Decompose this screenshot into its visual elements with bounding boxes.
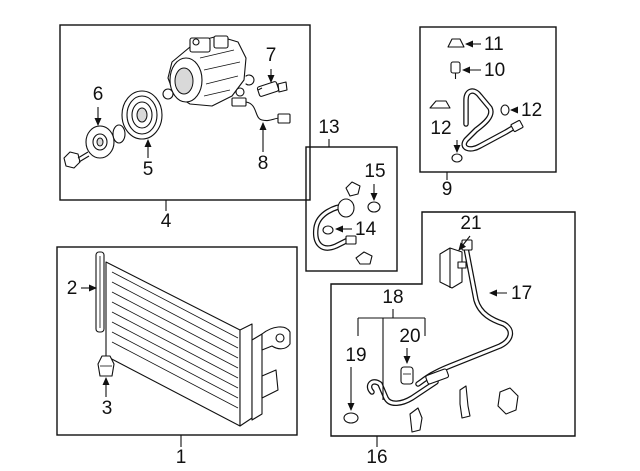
- mount-cushion-part[interactable]: [97, 355, 115, 377]
- callout-19: 19: [345, 345, 366, 366]
- callout-labels: 1 2 3 4 5 6 7 8 9 10 11 12 12 13 14 15 1…: [67, 34, 542, 468]
- shim-ring-part[interactable]: [112, 124, 126, 144]
- seal-ring-14-part[interactable]: [322, 225, 334, 235]
- suction-hose-group-box: [305, 146, 398, 272]
- callout-17: 17: [511, 283, 532, 304]
- callout-15: 15: [364, 161, 385, 182]
- callout-6: 6: [93, 84, 104, 105]
- condenser-group-box: [56, 246, 298, 436]
- side-seal-part[interactable]: [95, 251, 105, 333]
- suction-hose-part[interactable]: [312, 198, 357, 251]
- callout-8: 8: [258, 153, 269, 174]
- liquid-line-group: [330, 211, 576, 437]
- leader-lines: [81, 40, 518, 447]
- discharge-hose-group-box: [419, 26, 557, 173]
- compressor-group-box: [59, 24, 311, 201]
- callout-20: 20: [399, 326, 420, 347]
- callout-12-lower: 12: [430, 118, 451, 139]
- callout-3: 3: [102, 398, 113, 419]
- compressor-group: [59, 24, 311, 201]
- o-ring-19-part[interactable]: [343, 412, 359, 424]
- expansion-valve-part[interactable]: [439, 247, 467, 289]
- callout-12-upper: 12: [521, 100, 542, 121]
- condenser-part[interactable]: [105, 261, 291, 427]
- callout-11: 11: [484, 34, 504, 55]
- callout-9: 9: [442, 179, 453, 200]
- callout-7: 7: [266, 45, 277, 66]
- callout-14: 14: [355, 219, 377, 240]
- service-cap-part[interactable]: [447, 38, 465, 48]
- callout-13: 13: [318, 117, 339, 138]
- seal-ring-15-part[interactable]: [367, 201, 381, 213]
- callout-2: 2: [67, 278, 78, 299]
- callout-18: 18: [382, 287, 403, 308]
- hose-plug-part[interactable]: [355, 251, 373, 265]
- bracket-a-part[interactable]: [409, 407, 423, 433]
- clip-part[interactable]: [245, 74, 255, 86]
- bracket-c-part[interactable]: [497, 387, 519, 415]
- callout-21: 21: [460, 213, 481, 234]
- callout-4: 4: [161, 211, 172, 232]
- callout-16: 16: [366, 447, 387, 468]
- liquid-line-group-box: [330, 211, 576, 437]
- hose-fitting-cap-part[interactable]: [345, 181, 361, 197]
- discharge-hose-group: [419, 26, 557, 173]
- valve-core-part[interactable]: [450, 61, 461, 79]
- bolt-part[interactable]: [63, 151, 90, 169]
- pressure-switch-part[interactable]: [256, 81, 288, 97]
- discharge-hose-part[interactable]: [429, 88, 524, 152]
- filter-part[interactable]: [400, 366, 414, 385]
- o-ring-upper-part[interactable]: [500, 104, 510, 116]
- callout-5: 5: [143, 159, 154, 180]
- condenser-group: [56, 246, 298, 436]
- callout-10: 10: [484, 60, 505, 81]
- suction-hose-group: [305, 146, 398, 272]
- clutch-pulley-part[interactable]: [121, 90, 163, 140]
- bracket-b-part[interactable]: [459, 385, 471, 419]
- clutch-hub-part[interactable]: [85, 125, 115, 159]
- compressor-part[interactable]: [162, 35, 247, 107]
- wire-harness-part[interactable]: [231, 97, 291, 124]
- o-ring-lower-part[interactable]: [451, 153, 463, 163]
- lower-tube-part[interactable]: [366, 368, 450, 406]
- callout-1: 1: [176, 447, 187, 468]
